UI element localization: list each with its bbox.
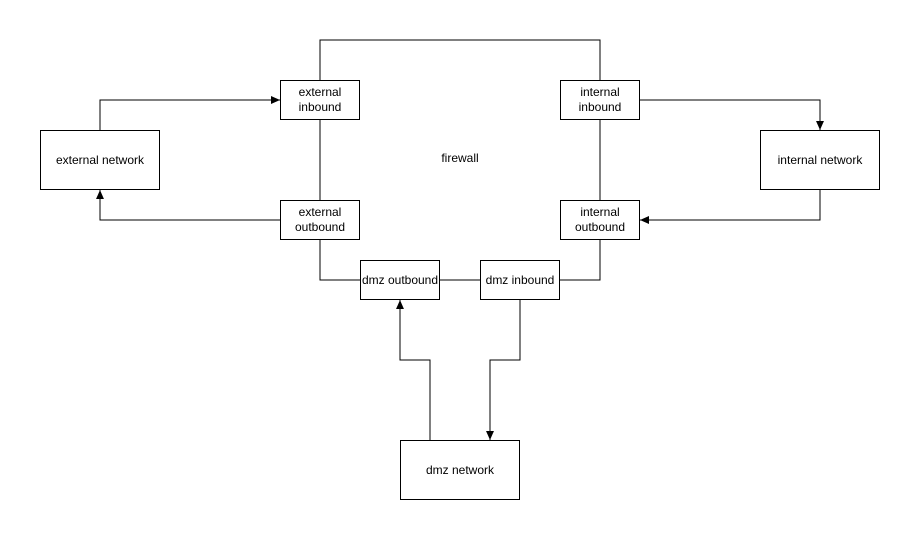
edge-group <box>96 39 824 440</box>
edge-external-outbound-to-dmz-outbound <box>319 240 360 281</box>
firewall-label: firewall <box>441 151 479 165</box>
node-external-network: external network <box>40 130 160 190</box>
node-internal-network: internal network <box>760 130 880 190</box>
edge-firewall-top-outline <box>319 39 601 80</box>
edge-external-network-to-external-inbound <box>99 96 280 130</box>
edge-internal-network-to-internal-outbound <box>640 190 821 224</box>
edge-external-outbound-to-external-network <box>96 190 280 221</box>
node-internal-inbound: internal inbound <box>560 80 640 120</box>
node-dmz-outbound: dmz outbound <box>360 260 440 300</box>
edge-dmz-inbound-to-dmz-network <box>486 300 521 440</box>
edge-internal-inbound-to-internal-network <box>640 99 824 130</box>
edge-internal-outbound-to-dmz-inbound <box>560 240 601 281</box>
edge-dmz-network-to-dmz-outbound <box>396 300 431 440</box>
node-internal-outbound: internal outbound <box>560 200 640 240</box>
node-dmz-inbound: dmz inbound <box>480 260 560 300</box>
node-dmz-network: dmz network <box>400 440 520 500</box>
node-external-inbound: external inbound <box>280 80 360 120</box>
node-external-outbound: external outbound <box>280 200 360 240</box>
